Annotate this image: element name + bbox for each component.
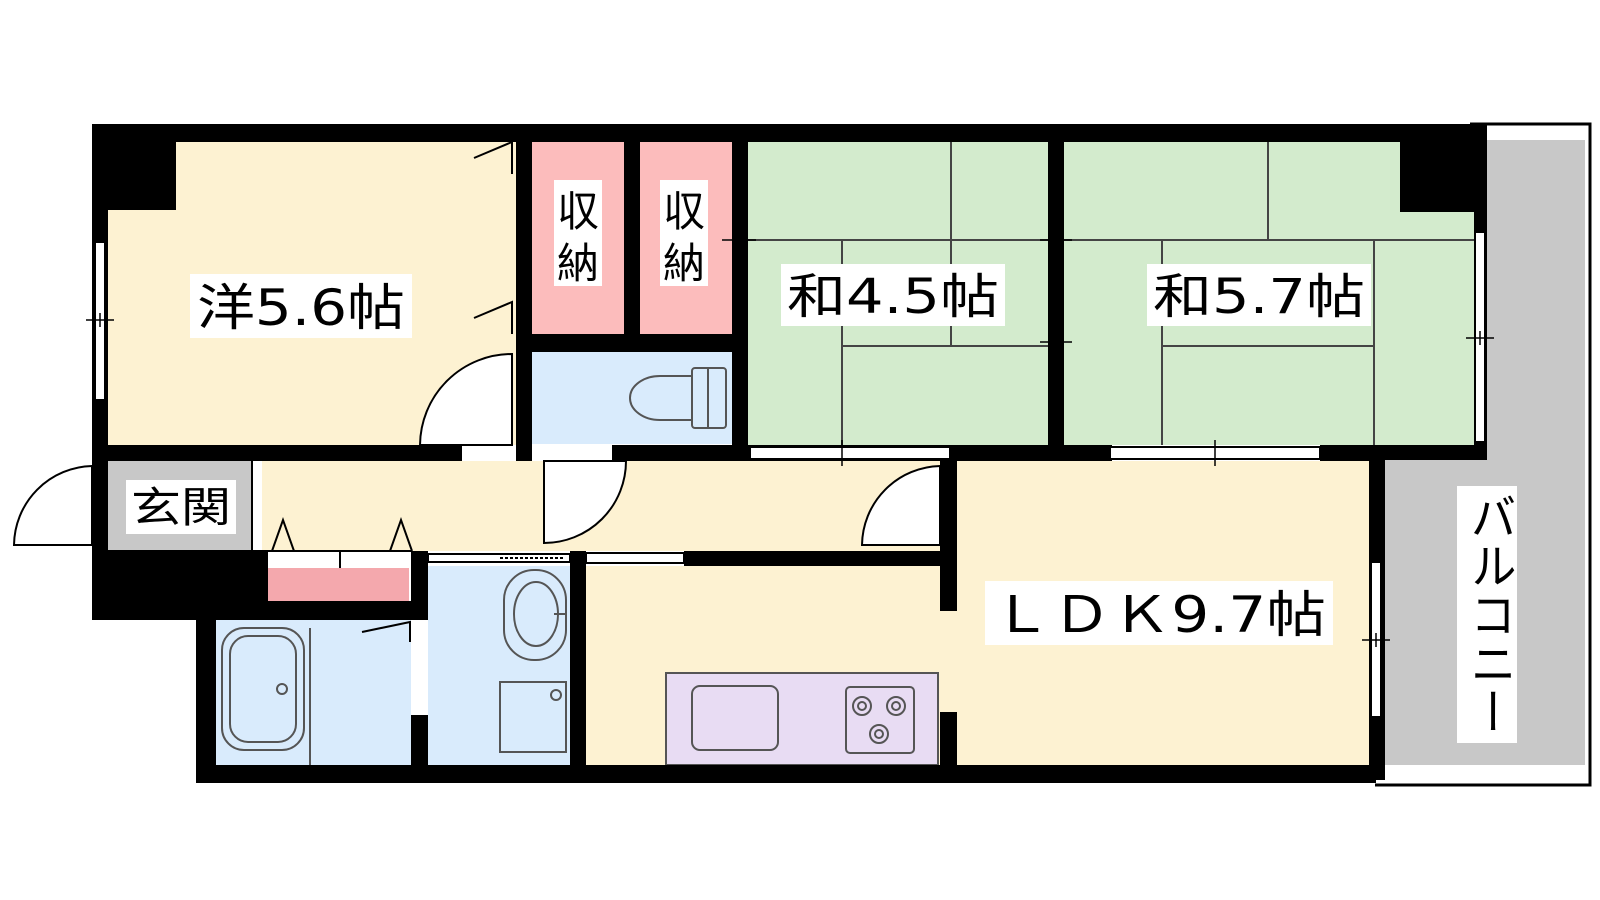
fixtures	[221, 367, 915, 765]
ldk-label: ＬＤＫ9.7帖	[992, 586, 1326, 644]
balcony-floor-lower	[1375, 460, 1470, 765]
room-labels: 洋5.6帖 収 納 収 納 和4.5帖 和5.7帖 玄関 ＬＤＫ9.7帖 バルコ…	[126, 180, 1518, 743]
entrance-label: 玄関	[131, 483, 231, 532]
thresholds	[251, 461, 564, 568]
japanese-room1-label: 和4.5帖	[787, 269, 999, 325]
shoe-storage-floor	[268, 568, 409, 601]
closet2-label-line2: 納	[663, 239, 705, 288]
window-marks	[86, 239, 1494, 647]
toilet-bowl	[629, 375, 693, 421]
bathtub	[221, 627, 305, 751]
balcony-label: バルコニー	[1464, 492, 1518, 736]
closet1-label-line2: 納	[557, 239, 599, 288]
walls	[92, 124, 1487, 783]
stove	[845, 686, 915, 754]
bathroom-floor	[215, 620, 411, 765]
kitchen-sink	[691, 685, 779, 751]
doors	[12, 140, 941, 642]
closet2-label-line1: 収	[663, 187, 705, 236]
western-room-label: 洋5.6帖	[197, 279, 405, 337]
toilet-floor	[532, 352, 732, 444]
washing-machine	[499, 681, 567, 753]
closet1-label-line1: 収	[557, 187, 599, 236]
japanese-room2-label: 和5.7帖	[1153, 269, 1365, 325]
